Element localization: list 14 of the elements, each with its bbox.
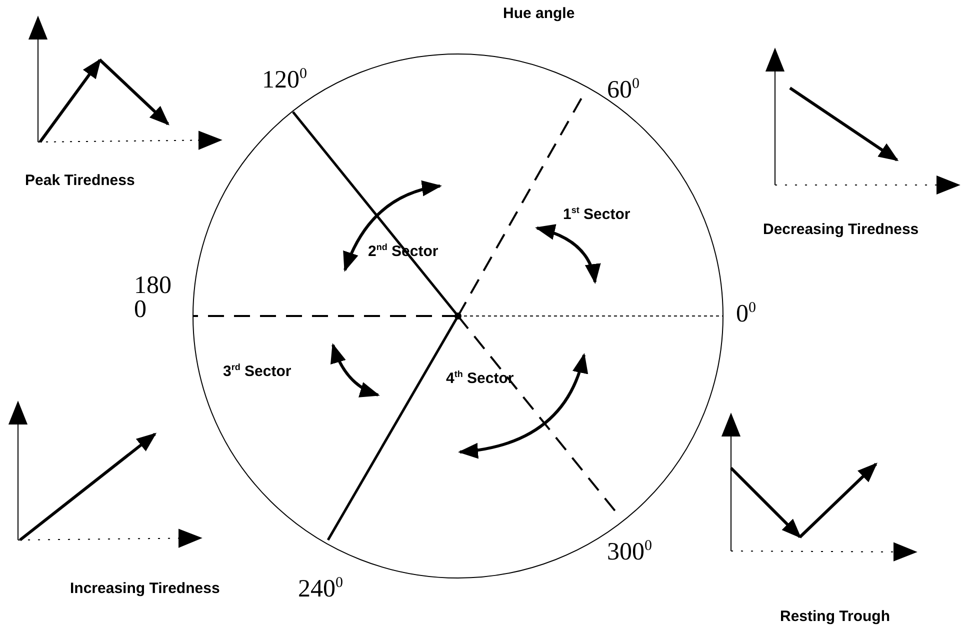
sector-label: 1$^{st}$ Sector	[563, 206, 630, 224]
graph-caption: Decreasing Tiredness	[763, 222, 919, 238]
graph-caption: Resting Trough	[780, 609, 890, 626]
sector-label: 3$^{rd}$ Sector	[223, 363, 292, 380]
angle-label: 60$^{0}$	[607, 76, 640, 104]
angle-label: 0$^{0}$	[736, 300, 756, 328]
graph-caption: Peak Tiredness	[25, 173, 135, 190]
graph-caption: Increasing Tiredness	[70, 581, 220, 598]
angle-label: 120$^{0}$	[262, 66, 307, 94]
axis-title: Hue angle	[503, 6, 575, 22]
angle-label: 300$^{0}$	[607, 538, 652, 566]
angle-label: 240$^{0}$	[298, 575, 343, 603]
sector-label: 4$^{th}$ Sector	[446, 370, 514, 388]
angle-label: 180 0	[134, 274, 172, 322]
